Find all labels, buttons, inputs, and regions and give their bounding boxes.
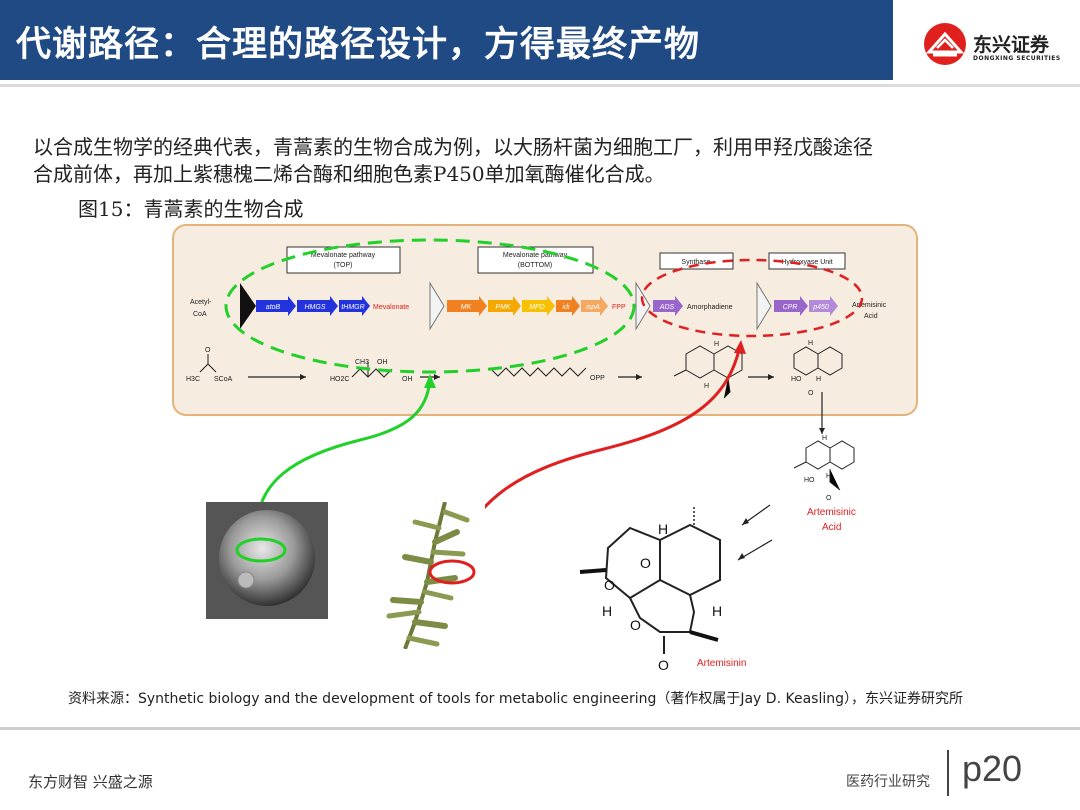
box-hydroxy: Hydroxyase Unit bbox=[768, 252, 846, 270]
gene-thmgr: tHMGR bbox=[341, 304, 364, 311]
box-synthase-label: Synthase bbox=[681, 259, 710, 266]
svg-text:O: O bbox=[630, 617, 641, 633]
gene-mpd: MPD bbox=[529, 304, 545, 311]
logo-english-name: DONGXING SECURITIES bbox=[973, 55, 1061, 62]
gene-ispa: ispA bbox=[586, 304, 600, 311]
source-citation: 资料来源：Synthetic biology and the developme… bbox=[68, 691, 963, 707]
svg-text:H: H bbox=[826, 473, 831, 480]
svg-text:O: O bbox=[205, 347, 211, 354]
gene-ads-arrow bbox=[653, 296, 683, 316]
gene-p450: p450 bbox=[812, 304, 829, 311]
svg-text:OH: OH bbox=[402, 376, 413, 383]
svg-text:O: O bbox=[808, 390, 814, 397]
svg-text:H: H bbox=[602, 603, 612, 619]
brand-logo: 东兴证券 DONGXING SECURITIES bbox=[893, 0, 1080, 84]
green-callout-line bbox=[255, 377, 432, 541]
svg-text:H: H bbox=[712, 603, 722, 619]
artemisinic-label-2: Acid bbox=[864, 313, 878, 320]
box-bottom-sub: (BOTTOM) bbox=[518, 262, 552, 269]
footer-divider bbox=[0, 727, 1080, 730]
svg-text:HO2C: HO2C bbox=[330, 376, 349, 383]
svg-text:H3C: H3C bbox=[186, 376, 200, 383]
red-dashed-ellipse bbox=[640, 258, 864, 338]
artemisia-plant-photo bbox=[375, 502, 485, 649]
gene-hmgs: HMGS bbox=[305, 304, 326, 311]
svg-text:H: H bbox=[658, 521, 668, 537]
chem-acetylcoa: O H3C SCoA bbox=[186, 347, 233, 383]
svg-text:O: O bbox=[640, 555, 651, 571]
gene-idi: idi bbox=[562, 304, 569, 311]
svg-text:H: H bbox=[808, 340, 813, 347]
chem-artemisinin: H H H O O O O bbox=[579, 506, 722, 673]
box-top-sub: (TOP) bbox=[334, 262, 353, 269]
header-divider bbox=[0, 84, 1080, 87]
svg-text:OPP: OPP bbox=[590, 375, 605, 382]
gene-mk: MK bbox=[461, 304, 472, 311]
svg-text:O: O bbox=[604, 577, 615, 593]
green-dashed-ellipse bbox=[224, 238, 636, 374]
promoter-black-icon bbox=[240, 283, 256, 329]
amorphadiene-label: Amorphadiene bbox=[687, 304, 733, 311]
footer-separator bbox=[947, 750, 949, 796]
biosynthesis-diagram: Mevalonate pathway (TOP) Mevalonate path… bbox=[186, 238, 887, 673]
svg-text:HO: HO bbox=[804, 477, 815, 484]
acetyl-label-1: Acetyl- bbox=[190, 299, 212, 306]
gene-ads: ADS bbox=[659, 304, 675, 311]
dongxing-logo-icon bbox=[924, 23, 966, 65]
artemisinic-red-1: Artemisinic bbox=[807, 507, 856, 518]
page-number: p20 bbox=[962, 748, 1023, 789]
box-bottom-label: Mevalonate pathway bbox=[503, 252, 568, 259]
gene-pmk: PMK bbox=[495, 304, 511, 311]
gene-cpr: CPR bbox=[783, 304, 798, 311]
artemisinic-red-2: Acid bbox=[822, 522, 841, 533]
genes-bottom-arrows: MK PMK MPD idi ispA bbox=[447, 296, 608, 316]
promoter-open-icon-2 bbox=[635, 281, 651, 331]
logo-chinese-name: 东兴证券 bbox=[973, 34, 1050, 56]
box-synthase: Synthase bbox=[659, 252, 734, 270]
chem-mevalonate: HO2C CH3 OH OH bbox=[330, 359, 413, 383]
svg-text:H: H bbox=[822, 435, 827, 442]
figure-caption: 图15：青蒿素的生物合成 bbox=[78, 197, 304, 221]
artemisinic-label-1: Artemisinic bbox=[852, 302, 887, 309]
chem-artemisinic-top: HO O H H bbox=[791, 340, 843, 397]
mevalonate-label: Mevalonate bbox=[373, 304, 409, 311]
svg-text:O: O bbox=[658, 657, 669, 673]
fpp-label: FPP bbox=[612, 304, 626, 311]
svg-text:H: H bbox=[704, 383, 709, 390]
chem-amorphadiene: H H bbox=[673, 341, 743, 399]
page-title: 代谢路径：合理的路径设计，方得最终产物 bbox=[16, 25, 701, 65]
box-mevalonate-top: Mevalonate pathway (TOP) bbox=[286, 246, 401, 274]
box-hydroxy-label: Hydroxyase Unit bbox=[781, 259, 832, 266]
svg-text:OH: OH bbox=[377, 359, 388, 366]
acetyl-label-2: CoA bbox=[193, 311, 207, 318]
promoter-open-icon-1 bbox=[429, 281, 445, 331]
svg-text:SCoA: SCoA bbox=[214, 376, 233, 383]
genes-top-arrows: atoB HMGS tHMGR bbox=[256, 296, 370, 316]
svg-text:H: H bbox=[714, 341, 719, 348]
gene-cpr-arrow bbox=[774, 296, 808, 316]
svg-text:H: H bbox=[816, 376, 821, 383]
chem-fpp: OPP bbox=[489, 367, 605, 382]
intro-line-2: 合成前体，再加上紫穗槐二烯合酶和细胞色素P450单加氧酶催化合成。 bbox=[33, 162, 665, 186]
promoter-open-icon-3 bbox=[756, 281, 772, 331]
red-arrowhead-icon bbox=[734, 340, 746, 354]
svg-text:O: O bbox=[826, 495, 832, 502]
header: 代谢路径：合理的路径设计，方得最终产物 东兴证券 DONGXING SECURI… bbox=[0, 0, 1080, 84]
gene-p450-arrow bbox=[809, 296, 838, 316]
ecoli-sem-photo bbox=[206, 502, 328, 619]
svg-text:HO: HO bbox=[791, 376, 802, 383]
artemisinin-label: Artemisinin bbox=[697, 658, 746, 669]
intro-paragraph: 以合成生物学的经典代表，青蒿素的生物合成为例，以大肠杆菌为细胞工厂，利用甲羟戊酸… bbox=[33, 134, 1053, 188]
intro-line-1: 以合成生物学的经典代表，青蒿素的生物合成为例，以大肠杆菌为细胞工厂，利用甲羟戊酸… bbox=[33, 135, 873, 159]
chem-artemisinic-acid: HO O H H bbox=[793, 435, 855, 502]
box-top-label: Mevalonate pathway bbox=[311, 252, 376, 259]
title-bar: 代谢路径：合理的路径设计，方得最终产物 bbox=[0, 0, 893, 80]
svg-text:CH3: CH3 bbox=[355, 359, 369, 366]
gene-atob: atoB bbox=[266, 304, 281, 311]
footer-section: 医药行业研究 bbox=[846, 774, 930, 790]
green-arrowhead-icon bbox=[424, 374, 436, 388]
footer-slogan: 东方财智 兴盛之源 bbox=[28, 773, 153, 791]
